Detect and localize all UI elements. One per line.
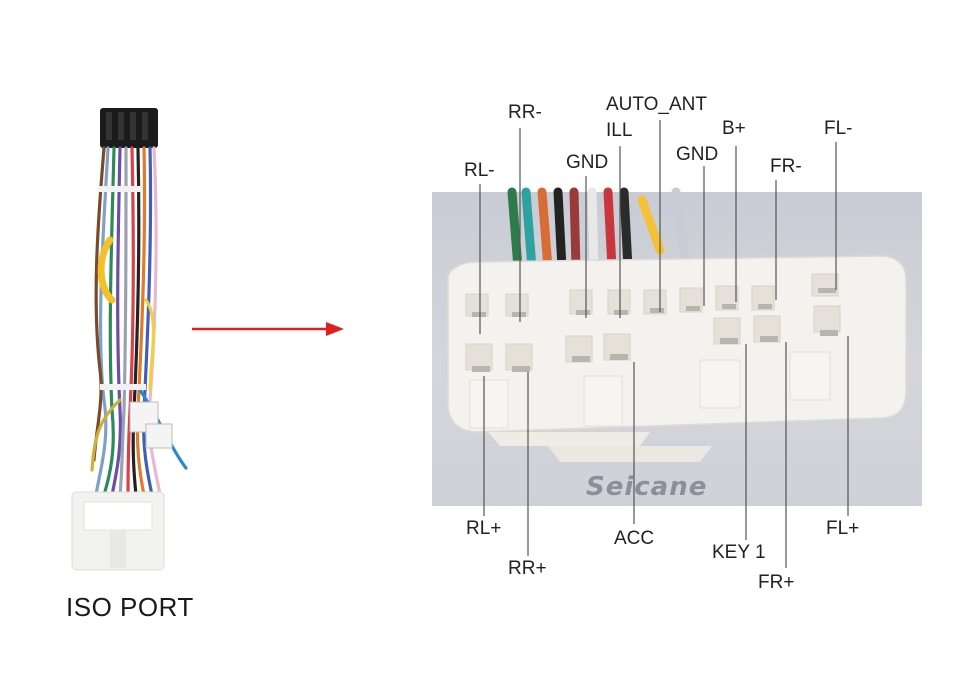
iso-port-caption: ISO PORT [66,592,194,622]
label-fl-minus: FL- [824,118,853,139]
label-key1: KEY 1 [712,542,766,563]
brand-watermark: Seicane [586,472,708,502]
label-fr-plus: FR+ [758,572,795,593]
label-rr-minus: RR- [508,102,542,123]
label-acc: ACC [614,528,655,549]
label-b-plus: B+ [722,118,746,139]
label-fr-minus: FR- [770,156,802,177]
label-gnd-2: GND [676,144,719,165]
label-fl-plus: FL+ [826,518,860,539]
label-ill: ILL [606,120,633,141]
label-rl-minus: RL- [464,160,495,181]
label-gnd-1: GND [566,152,609,173]
label-rl-plus: RL+ [466,518,502,539]
label-rr-plus: RR+ [508,558,547,579]
label-auto-ant: AUTO_ANT [606,94,708,115]
